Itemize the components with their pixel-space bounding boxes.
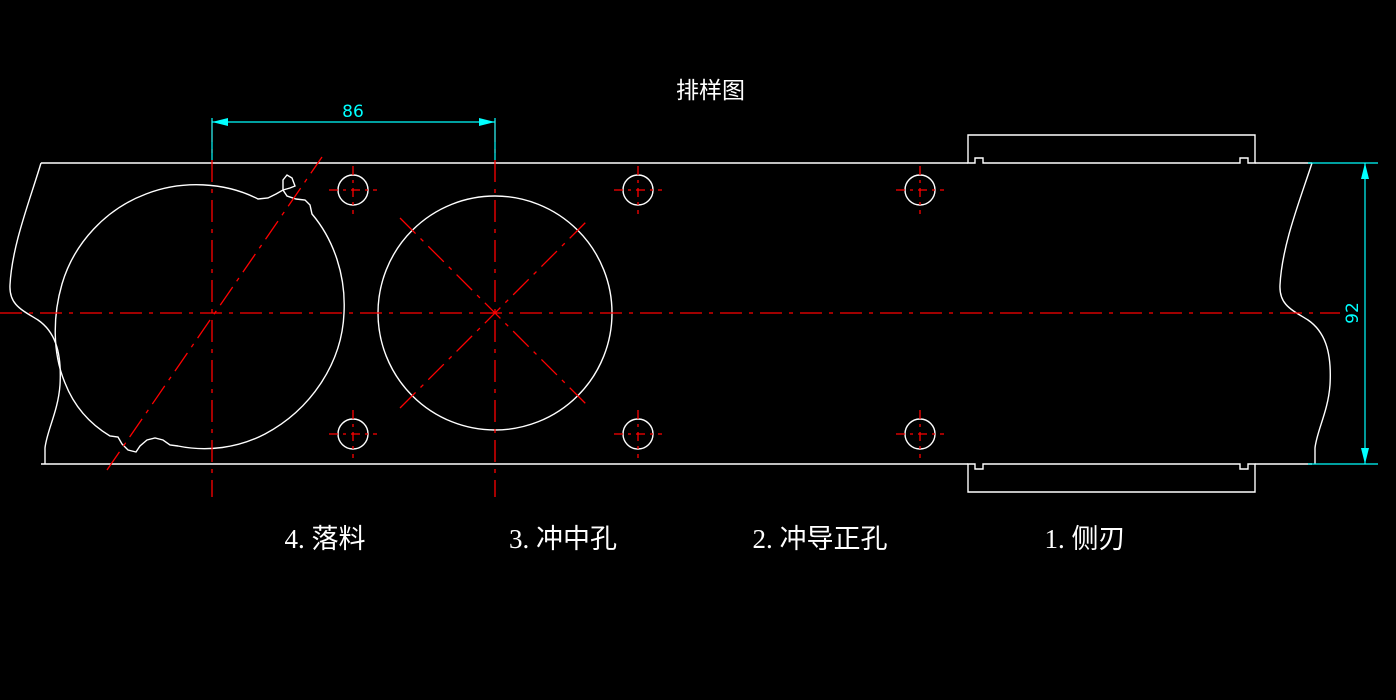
blank-part-profile [54, 174, 345, 453]
side-cutter-top [967, 134, 1256, 164]
centerline-diagonal-blank [106, 156, 323, 471]
dimension-value-86: 86 [342, 102, 364, 122]
station-label-4-blanking: 4. 落料 [285, 524, 366, 554]
strip-outline [9, 162, 1331, 465]
dimension-value-92: 92 [1343, 302, 1363, 324]
station-label-1-side-cutter: 1. 侧刃 [1045, 524, 1126, 554]
drawing-title: 排样图 [676, 78, 745, 104]
side-cutter-bottom [967, 463, 1256, 493]
dim-arrow-right [479, 118, 495, 126]
centerlines-group [0, 120, 1340, 497]
dim-arrow-left [212, 118, 228, 126]
blanked-part-outline [54, 174, 345, 453]
dimension-pitch-86: 86 [211, 102, 496, 160]
station-label-3-punch-center-hole: 3. 冲中孔 [509, 524, 617, 554]
centerline-diagonal-center-hole-b [399, 217, 591, 409]
dim-arrow-bottom [1361, 448, 1369, 464]
strip-left-break-line [9, 162, 61, 464]
station-label-2-punch-pilot-hole: 2. 冲导正孔 [753, 524, 888, 554]
side-cutter-notches [967, 134, 1256, 493]
strip-right-break-line [1279, 162, 1331, 464]
dimension-strip-width-92: 92 [1308, 162, 1378, 465]
dim-arrow-top [1361, 163, 1369, 179]
station-labels-group: 4. 落料 3. 冲中孔 2. 冲导正孔 1. 侧刃 [285, 524, 1126, 554]
